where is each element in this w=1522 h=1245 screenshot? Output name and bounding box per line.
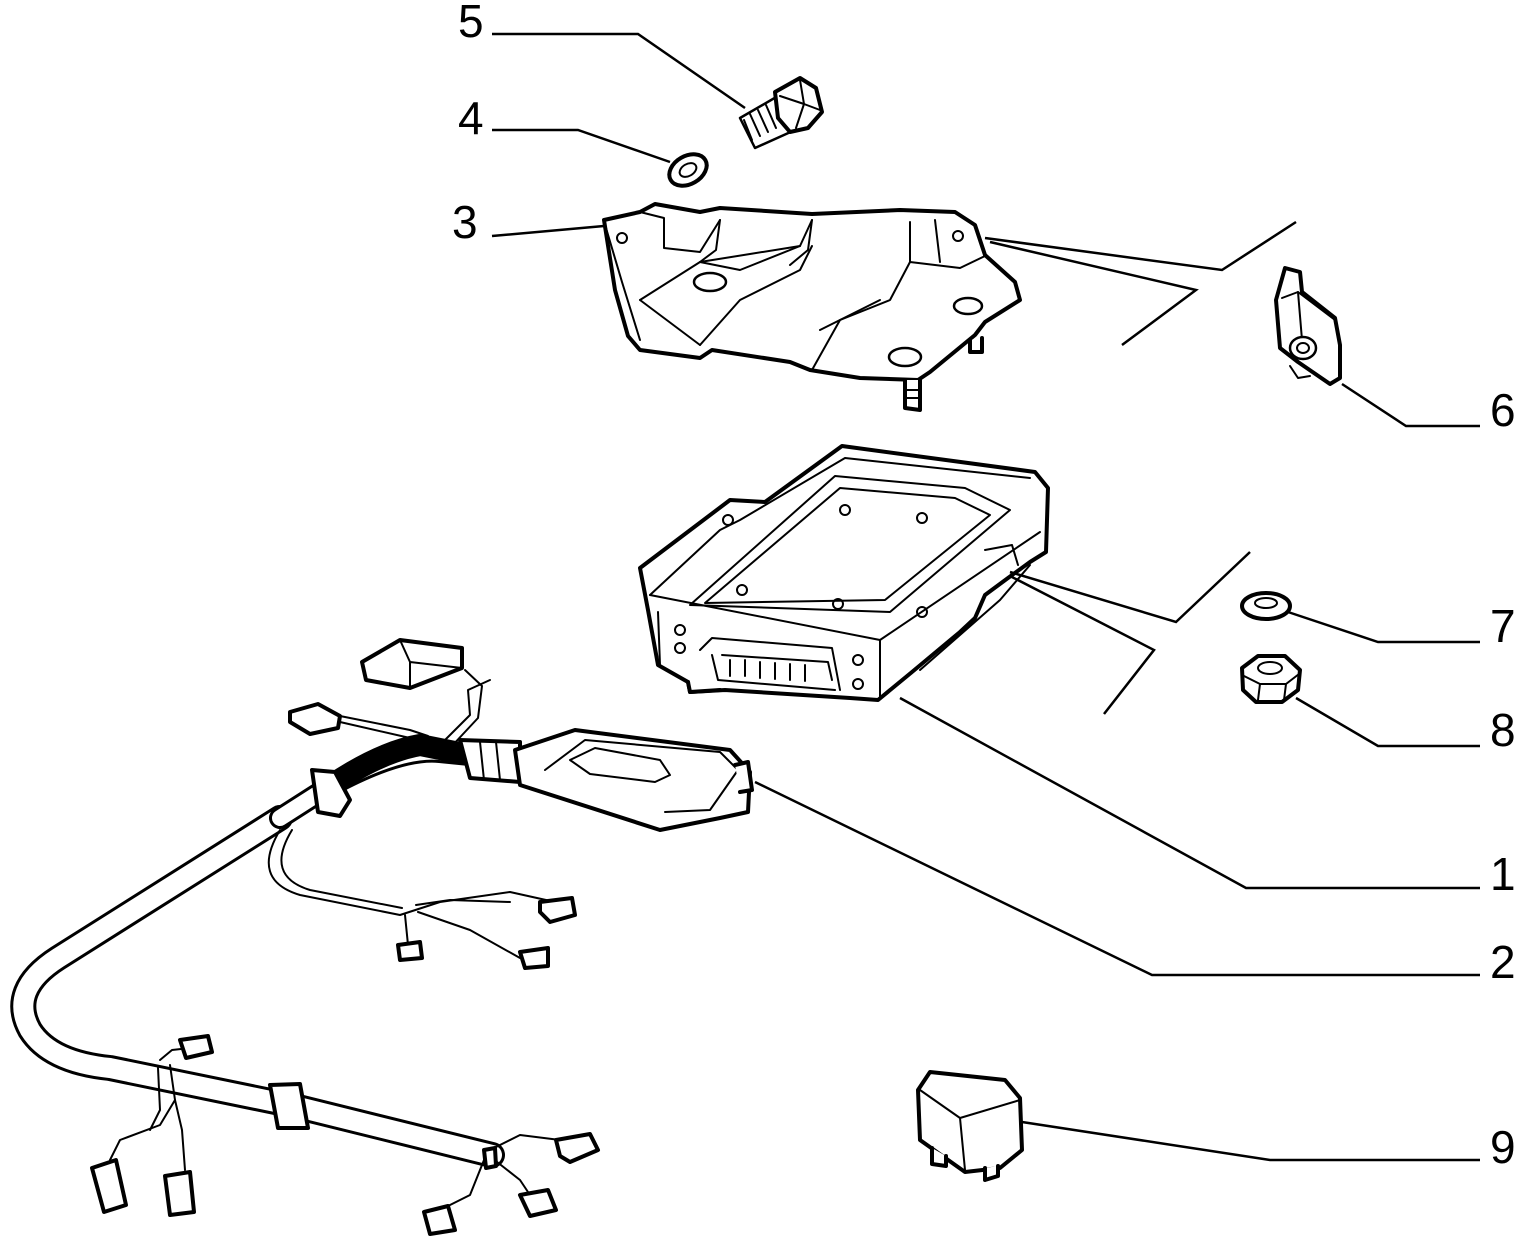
leader-3 [491, 224, 605, 238]
callout-labels: 5 4 3 6 7 8 1 2 9 [452, 0, 1516, 1173]
break-line-upper [984, 220, 1297, 272]
part-7-washer [1240, 591, 1292, 621]
callout-7: 7 [1490, 600, 1516, 652]
leader-lines [491, 32, 1480, 1162]
leader-1 [899, 696, 1480, 890]
leader-4 [492, 128, 671, 164]
leader-6 [1341, 382, 1480, 428]
part-8-nut [1240, 654, 1302, 704]
part-6-clip [1274, 266, 1342, 386]
leader-2 [754, 780, 1480, 977]
leader-5 [492, 32, 746, 110]
callout-4: 4 [458, 92, 484, 144]
leader-8 [1295, 696, 1480, 748]
callout-3: 3 [452, 196, 478, 248]
leader-9 [1021, 1120, 1480, 1162]
break-line-upper-2 [989, 240, 1199, 347]
callout-6: 6 [1490, 384, 1516, 436]
break-line-mid-2 [1009, 574, 1156, 715]
callout-5: 5 [458, 0, 484, 47]
part-9-relay [916, 1070, 1024, 1182]
part-5-bolt [738, 76, 824, 150]
callout-8: 8 [1490, 704, 1516, 756]
callout-2: 2 [1490, 936, 1516, 988]
leader-7 [1287, 610, 1480, 644]
callout-1: 1 [1490, 848, 1516, 900]
part-4-washer [667, 152, 709, 188]
callout-9: 9 [1490, 1121, 1516, 1173]
part-3-bracket [602, 202, 1022, 412]
part-2-wiring-harness [10, 638, 754, 1236]
break-line-mid [1009, 551, 1251, 624]
part-1-control-unit [638, 444, 1050, 702]
